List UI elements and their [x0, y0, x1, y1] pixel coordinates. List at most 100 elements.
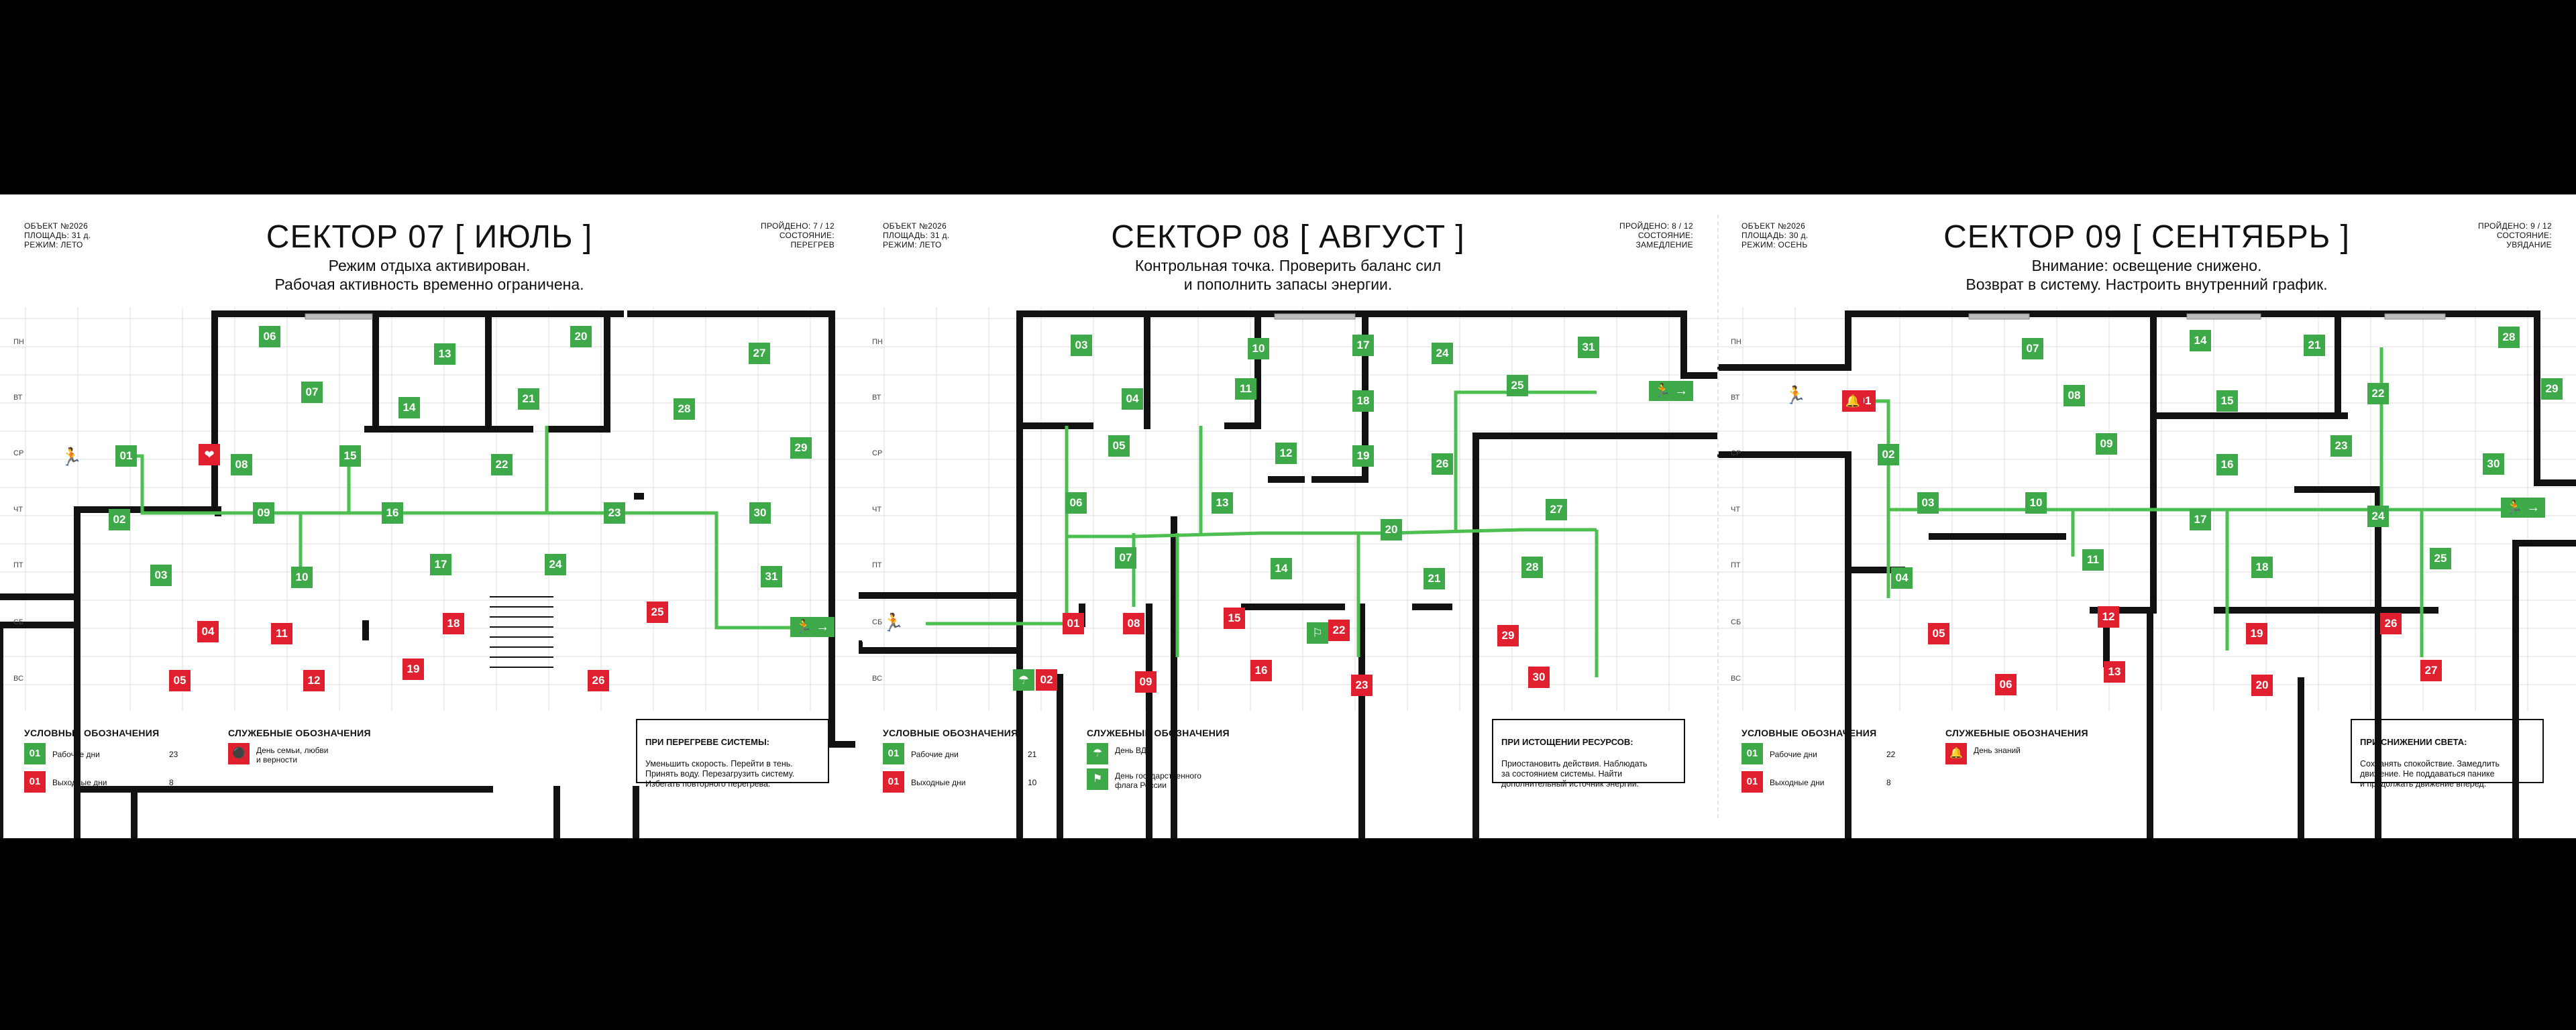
weekday-label: ВТ — [13, 394, 23, 402]
day-room-25: 25 — [1507, 375, 1528, 396]
day-room-19: 19 — [1352, 445, 1374, 467]
day-room-21: 21 — [518, 388, 539, 410]
object-meta: ОБЪЕКТ №2026 ПЛОЩАДЬ: 31 д. РЕЖИМ: ЛЕТО — [24, 221, 91, 249]
instruction-text: Сохранять спокойствие. Замедлить движени… — [2360, 759, 2500, 789]
day-room-03: 03 — [1071, 335, 1092, 356]
walls — [859, 310, 1717, 838]
day-room-12: 12 — [303, 670, 325, 691]
service-label: День ВДВ — [1115, 746, 1152, 755]
exit-arrow-icon: 🏃 → — [790, 617, 835, 637]
sector-panel-september: ОБЪЕКТ №2026 ПЛОЩАДЬ: 30 д. РЕЖИМ: ОСЕНЬ… — [1717, 194, 2576, 838]
day-room-19: 19 — [402, 659, 424, 680]
day-room-22: 22 — [1328, 620, 1350, 641]
object-meta: ОБЪЕКТ №2026 ПЛОЩАДЬ: 30 д. РЕЖИМ: ОСЕНЬ — [1741, 221, 1808, 249]
day-room-29: 29 — [1497, 625, 1519, 646]
weekday-label: СБ — [13, 618, 24, 626]
day-room-12: 12 — [2098, 606, 2119, 628]
day-room-24: 24 — [545, 554, 566, 575]
day-room-16: 16 — [1250, 660, 1272, 681]
flag-icon: ⚑ — [1087, 768, 1108, 790]
windows — [1274, 313, 1356, 320]
day-room-04: 04 — [197, 621, 219, 642]
day-room-12: 12 — [1275, 443, 1297, 464]
day-room-18: 18 — [443, 613, 464, 634]
sector-panel-august: ОБЪЕКТ №2026 ПЛОЩАДЬ: 31 д. РЕЖИМ: ЛЕТО … — [859, 194, 1717, 838]
subtitle-line: Контрольная точка. Проверить баланс сил — [1134, 257, 1442, 274]
day-room-06: 06 — [1995, 674, 2017, 695]
day-room-04: 04 — [1891, 567, 1913, 589]
day-room-13: 13 — [2104, 661, 2125, 683]
day-room-10: 10 — [2025, 492, 2047, 514]
day-room-15: 15 — [2216, 390, 2238, 412]
day-room-26: 26 — [1432, 453, 1453, 475]
legend-work-swatch: 01 — [24, 743, 46, 764]
day-room-27: 27 — [1546, 499, 1567, 520]
day-room-19: 19 — [2246, 623, 2267, 644]
legend-work-swatch: 01 — [883, 743, 904, 764]
day-room-13: 13 — [1212, 492, 1233, 514]
exit-arrow-icon: 🏃 → — [1649, 381, 1693, 401]
meta-mode: РЕЖИМ: ЛЕТО — [883, 240, 942, 249]
day-room-02: 02 — [109, 509, 130, 530]
day-room-01: 01 — [1063, 613, 1084, 634]
meta-state-value: УВЯДАНИЕ — [2506, 240, 2552, 249]
meta-progress: ПРОЙДЕНО: 8 / 12 — [1619, 221, 1693, 231]
legend-label: Выходные дни — [911, 778, 966, 787]
day-room-06: 06 — [1065, 492, 1087, 514]
windows — [305, 313, 373, 320]
day-room-28: 28 — [2498, 327, 2520, 348]
family-icon: ⚫ — [228, 743, 250, 764]
legend-count: 8 — [169, 778, 174, 787]
instruction-box: ПРИ ИСТОЩЕНИИ РЕСУРСОВ: Приостановить де… — [1492, 719, 1685, 789]
legend-title: УСЛОВНЫЕ ОБОЗНАЧЕНИЯ — [1741, 728, 1877, 738]
day-room-10: 10 — [291, 567, 313, 588]
sector-panel-july: ОБЪЕКТ №2026 ПЛОЩАДЬ: 31 д. РЕЖИМ: ЛЕТО … — [0, 194, 859, 838]
subtitle-line: Режим отдыха активирован. — [328, 257, 531, 274]
legend-off-swatch: 01 — [883, 771, 904, 793]
legend-label: Рабочие дни — [911, 750, 959, 759]
weekday-label: ПТ — [1731, 561, 1741, 569]
sector-title: СЕКТОР 09 [ СЕНТЯБРЬ ] — [1943, 219, 2350, 255]
legend-count: 21 — [1028, 750, 1037, 759]
legend-count: 10 — [1028, 778, 1037, 787]
day-room-08: 08 — [231, 454, 252, 475]
bell-icon: 🔔 — [1945, 743, 1967, 764]
progress-meta: ПРОЙДЕНО: 9 / 12 СОСТОЯНИЕ: УВЯДАНИЕ — [2478, 221, 2552, 249]
day-room-08: 08 — [2063, 385, 2085, 406]
subtitle-line: Возврат в систему. Настроить внутренний … — [1966, 276, 2328, 293]
parachute-icon: ☂ — [1013, 669, 1034, 691]
floor-plan-july — [0, 307, 859, 838]
evacuation-route — [125, 426, 792, 630]
meta-area: ПЛОЩАДЬ: 31 д. — [24, 231, 91, 240]
weekday-label: ВС — [1731, 675, 1741, 683]
day-room-14: 14 — [1271, 558, 1292, 579]
subtitle-line: Рабочая активность временно ограничена. — [274, 276, 584, 293]
weekday-label: СБ — [1731, 618, 1741, 626]
day-room-27: 27 — [2420, 660, 2442, 681]
day-room-10: 10 — [1248, 338, 1269, 359]
flag-icon: ⚐ — [1307, 622, 1328, 644]
panel-divider — [1717, 215, 1719, 818]
weekday-label: ВТ — [872, 394, 881, 402]
day-room-16: 16 — [2216, 454, 2238, 475]
meta-area: ПЛОЩАДЬ: 31 д. — [883, 231, 950, 240]
instruction-text: Уменьшить скорость. Перейти в тень. Прин… — [645, 759, 795, 789]
meta-object: ОБЪЕКТ №2026 — [1741, 221, 1806, 231]
parachute-icon: ☂ — [1087, 743, 1108, 764]
sector-subtitle: Режим отдыха активирован. Рабочая активн… — [0, 256, 859, 294]
legend-label: Рабочие дни — [1770, 750, 1817, 759]
weekday-label: ПТ — [872, 561, 882, 569]
weekday-label: СР — [13, 449, 24, 457]
day-room-18: 18 — [2251, 557, 2273, 578]
legend-title: УСЛОВНЫЕ ОБОЗНАЧЕНИЯ — [883, 728, 1018, 738]
legend-work-swatch: 01 — [1741, 743, 1763, 764]
day-room-02: 02 — [1036, 669, 1057, 691]
running-man-icon: 🏃 — [1784, 385, 1807, 405]
stairs — [490, 596, 553, 668]
instruction-title: ПРИ ИСТОЩЕНИИ РЕСУРСОВ: — [1501, 737, 1633, 747]
day-room-18: 18 — [1352, 390, 1374, 412]
windows — [1968, 313, 2446, 320]
day-room-05: 05 — [169, 670, 191, 691]
meta-mode: РЕЖИМ: ОСЕНЬ — [1741, 240, 1808, 249]
